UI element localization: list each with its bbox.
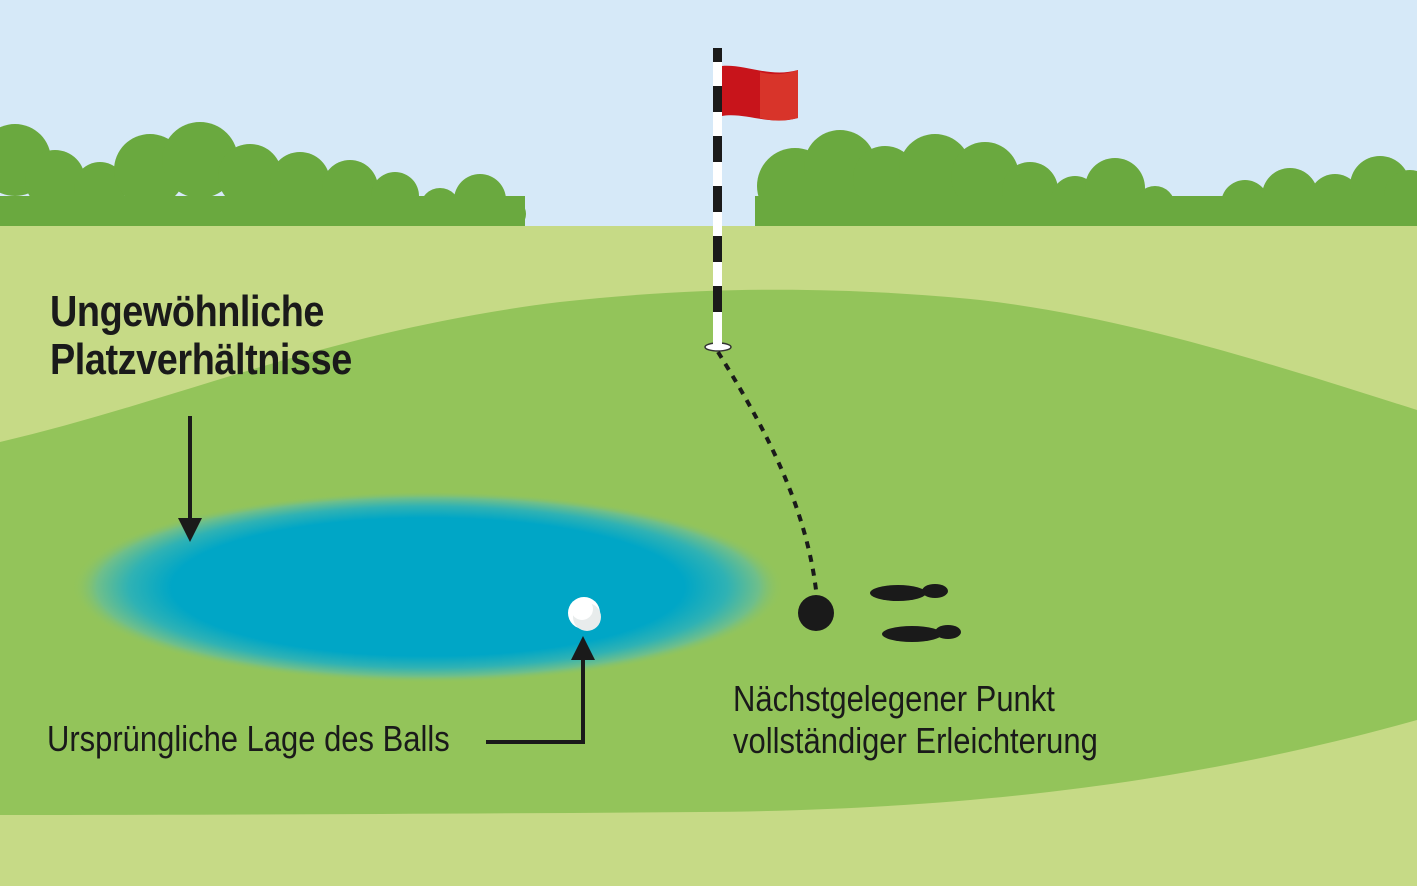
original-ball-position-label: Ursprüngliche Lage des Balls bbox=[47, 718, 450, 759]
ball-arrow bbox=[486, 636, 595, 744]
title-line-1: Ungewöhnliche bbox=[50, 287, 325, 336]
diagram-title: Ungewöhnliche Platzverhältnisse bbox=[50, 288, 352, 384]
footprints-icon bbox=[870, 584, 961, 642]
relief-path bbox=[716, 350, 818, 591]
title-line-2: Platzverhältnisse bbox=[50, 335, 352, 384]
flag-icon bbox=[704, 48, 798, 352]
golf-ball-icon bbox=[568, 597, 601, 631]
relief-point-label-line-1: Nächstgelegener Punkt bbox=[733, 678, 1055, 719]
relief-point-label: Nächstgelegener Punkt vollständiger Erle… bbox=[733, 678, 1098, 762]
relief-point-marker bbox=[798, 595, 834, 631]
water-puddle bbox=[72, 491, 784, 683]
tree-line-left bbox=[0, 122, 526, 230]
tree-line-right bbox=[755, 130, 1417, 230]
relief-point-label-line-2: vollständiger Erleichterung bbox=[733, 720, 1098, 761]
